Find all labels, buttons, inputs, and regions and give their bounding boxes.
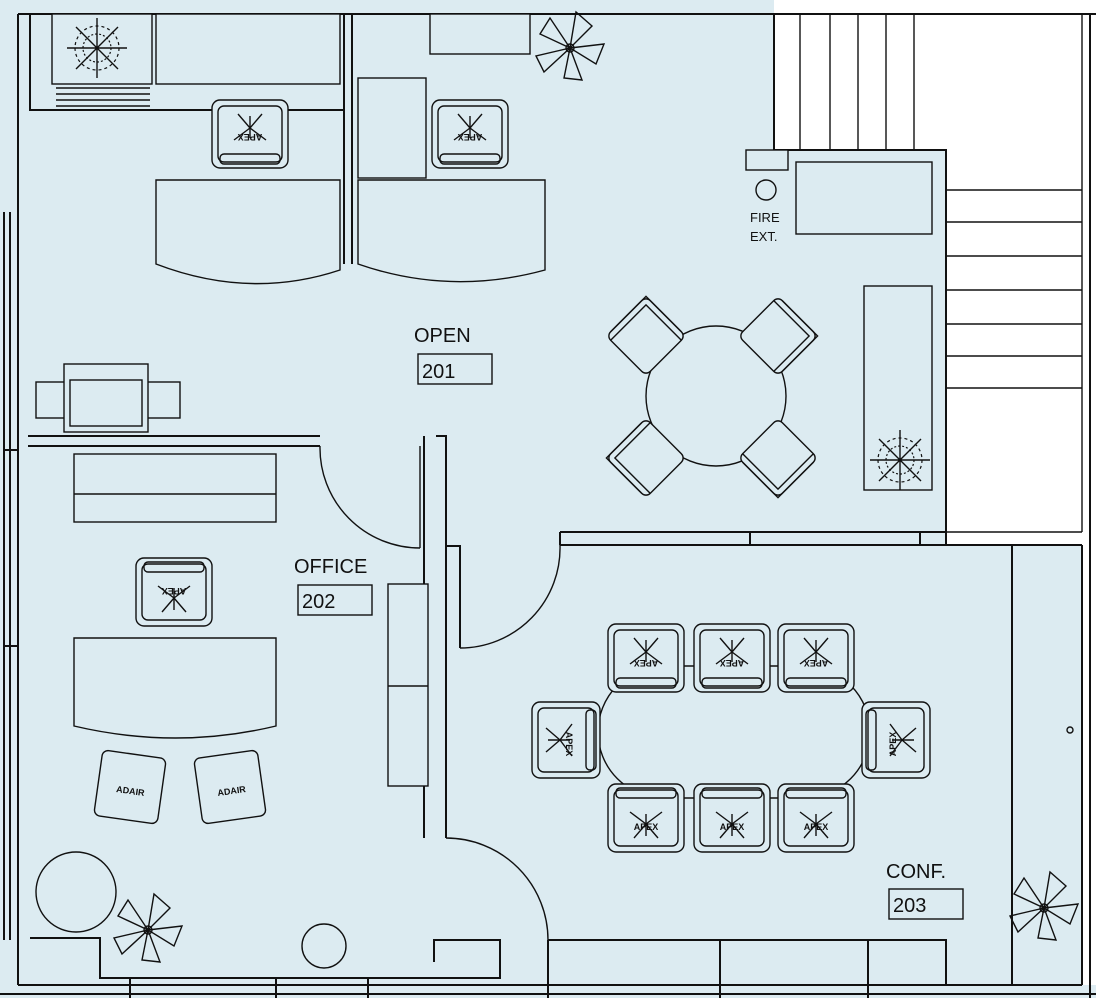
copier <box>63 363 149 433</box>
svg-text:APEX: APEX <box>888 732 898 757</box>
planter-box <box>51 13 153 85</box>
walls <box>0 13 1096 998</box>
guest-chair-1 <box>93 749 167 825</box>
svg-text:APEX: APEX <box>634 658 659 668</box>
office-door <box>319 445 421 549</box>
chair-brand-apex: APEX <box>238 132 263 142</box>
room-name-open: OPEN <box>414 325 471 347</box>
room-number-conf: 203 <box>893 895 926 917</box>
room-name-conf: CONF. <box>886 861 946 883</box>
round-table <box>645 325 787 467</box>
room-number-open: 201 <box>422 361 455 383</box>
office-desk <box>73 637 277 739</box>
svg-text:APEX: APEX <box>720 822 745 832</box>
svg-text:APEX: APEX <box>804 658 829 668</box>
bench <box>863 285 933 491</box>
waste-bin <box>301 923 347 969</box>
desk-nw <box>155 179 341 285</box>
svg-text:APEX: APEX <box>458 132 483 142</box>
svg-text:APEX: APEX <box>634 822 659 832</box>
fire-ext-label-1: FIRE <box>750 210 780 225</box>
room-name-office: OFFICE <box>294 556 367 578</box>
office-credenza <box>73 453 277 523</box>
stairwell <box>774 14 1082 150</box>
svg-text:APEX: APEX <box>564 732 574 757</box>
fire-ext-label-2: EXT. <box>750 229 777 244</box>
room-number-office: 202 <box>302 591 335 613</box>
svg-text:ADAIR: ADAIR <box>217 784 247 798</box>
entry-door <box>445 837 549 941</box>
desk-ne <box>357 179 546 283</box>
cabinet <box>429 13 531 55</box>
conf-door <box>459 544 561 649</box>
svg-text:ADAIR: ADAIR <box>116 784 146 798</box>
fire-extinguisher-icon <box>755 179 777 201</box>
svg-text:APEX: APEX <box>162 586 187 596</box>
reception-counter <box>795 161 933 235</box>
svg-text:APEX: APEX <box>804 822 829 832</box>
stair-treads <box>799 14 1083 533</box>
round-side-table <box>35 851 117 933</box>
svg-text:APEX: APEX <box>720 658 745 668</box>
return-desk <box>357 77 427 179</box>
guest-chair-2 <box>193 749 267 825</box>
credenza <box>155 13 341 85</box>
file-cabinet <box>387 583 429 787</box>
